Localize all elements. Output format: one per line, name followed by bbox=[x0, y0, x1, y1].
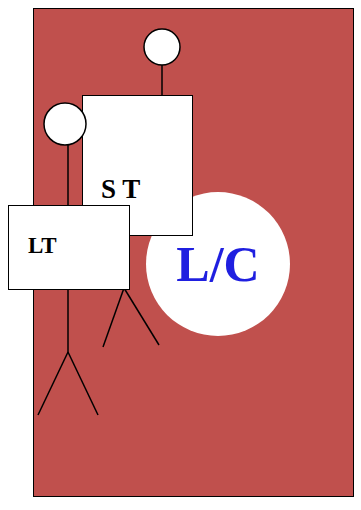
node-label: S T bbox=[101, 176, 140, 203]
sign-box: LT bbox=[8, 205, 130, 290]
node-label: LT bbox=[28, 234, 57, 257]
node-label: L/C bbox=[176, 239, 259, 289]
